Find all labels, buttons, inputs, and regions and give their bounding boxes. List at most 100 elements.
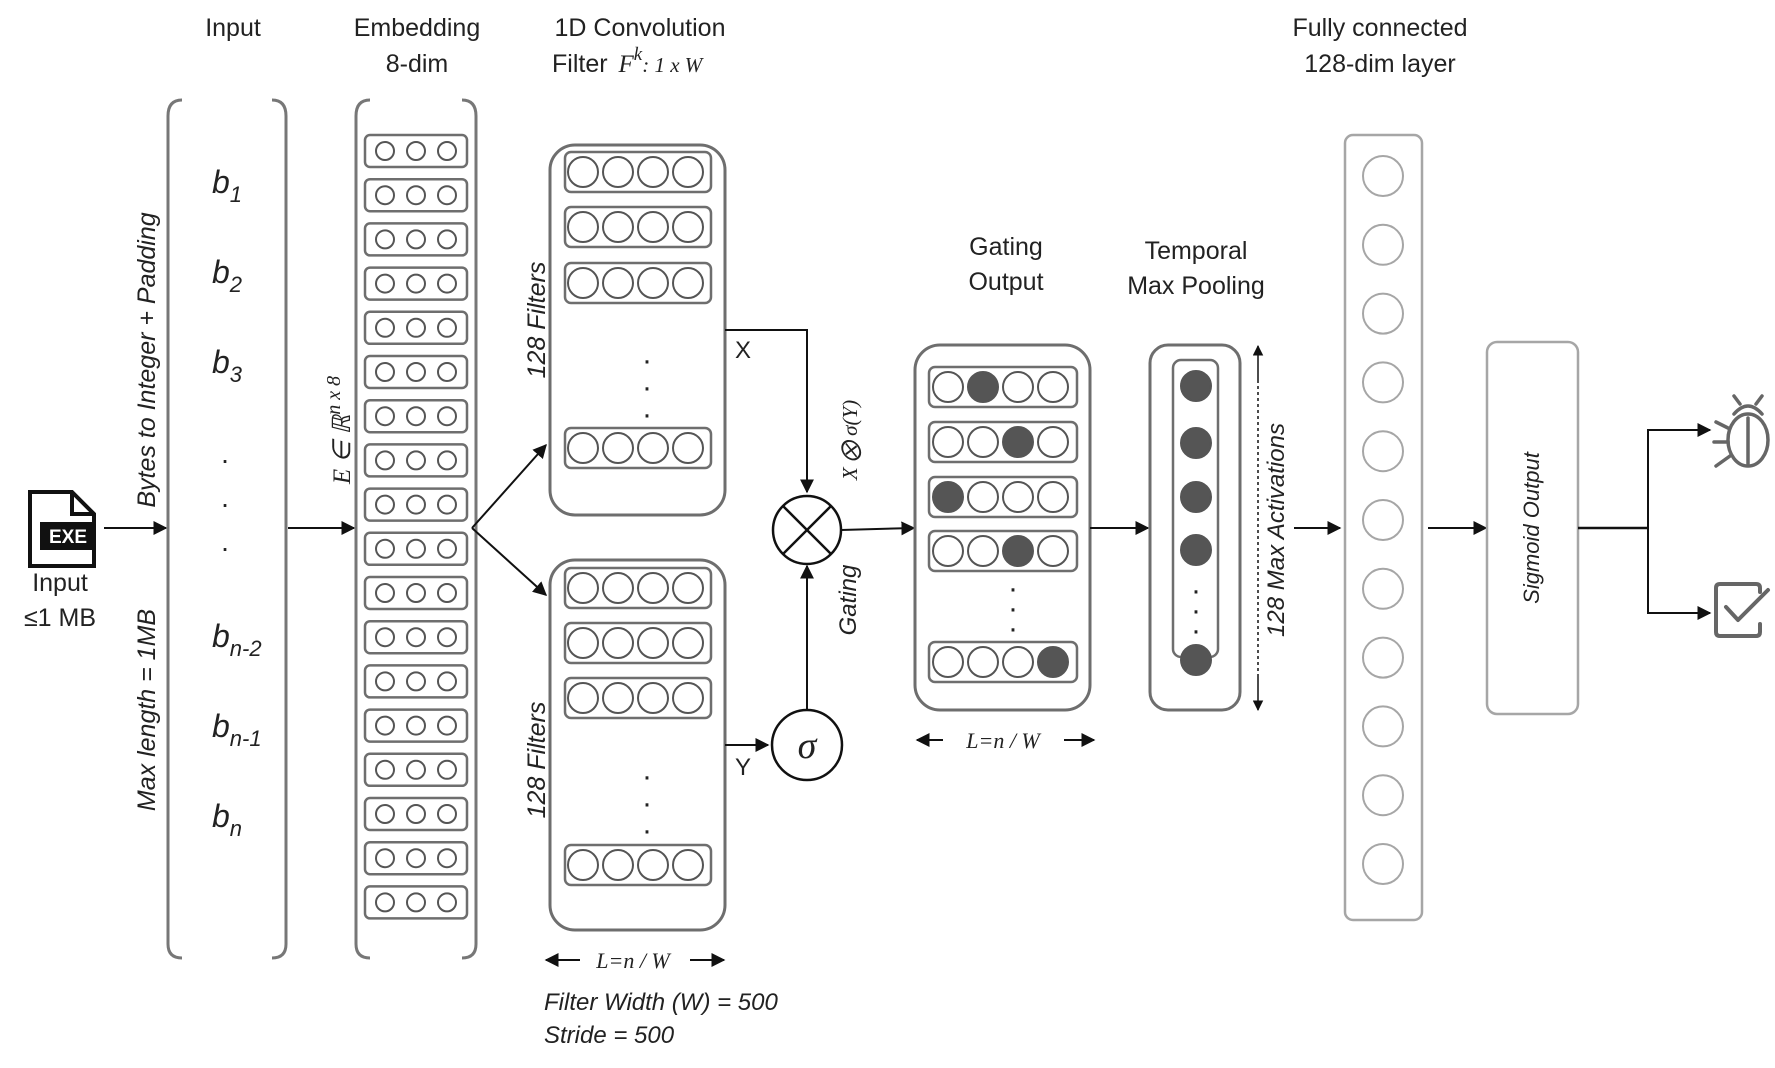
conv-node <box>567 682 599 714</box>
embedding-node <box>437 317 457 338</box>
conv-node <box>567 211 599 243</box>
byte-column-brackets <box>166 98 288 960</box>
embedding-node <box>375 273 395 294</box>
exe-badge: EXE <box>49 527 87 548</box>
embedding-node <box>406 406 426 427</box>
embedding-node <box>437 538 457 559</box>
embedding-node <box>406 362 426 382</box>
embedding-node <box>375 141 395 161</box>
x-label: X <box>735 337 751 364</box>
header-pool-line1: Temporal <box>1145 237 1248 265</box>
conv-node <box>672 432 704 464</box>
embedding-node <box>437 273 457 294</box>
pool-node-active <box>1180 481 1212 513</box>
gating-dots-1: · <box>1008 572 1018 605</box>
conv-dots-x-3: · <box>642 398 652 431</box>
pool-dots-2: · <box>1191 594 1201 627</box>
header-embedding-line2: 8-dim <box>386 50 449 78</box>
filters-label-y: 128 Filters <box>523 702 551 819</box>
input-file-label: Input <box>32 569 88 597</box>
y-label: Y <box>735 754 751 781</box>
conv-node <box>602 572 634 604</box>
pool-node-active <box>1180 370 1212 402</box>
byte-item-3: b3 <box>212 344 243 387</box>
fc-node <box>1362 361 1404 404</box>
embedding-node <box>437 406 457 427</box>
pool-node-active <box>1180 427 1212 459</box>
gating-node <box>1037 371 1069 403</box>
gating-label: Gating <box>835 564 862 635</box>
embedding-node <box>437 715 457 736</box>
embedding-node <box>406 627 426 648</box>
conv-dots-y-2: · <box>642 787 652 820</box>
fc-node <box>1362 705 1404 748</box>
conv-node <box>602 267 634 299</box>
conv-node <box>672 849 704 881</box>
byte-item-2: b2 <box>212 254 242 297</box>
embedding-node <box>406 273 426 294</box>
conv-filter-rows <box>563 150 713 887</box>
embedding-node <box>406 538 426 559</box>
embedding-node <box>375 627 395 648</box>
conv-node <box>637 211 669 243</box>
embedding-node <box>437 759 457 780</box>
gating-node-active <box>1037 646 1069 678</box>
gating-node-active <box>1002 426 1034 458</box>
pool-node-active <box>1180 644 1212 676</box>
sigma-symbol: σ <box>798 725 818 767</box>
input-file-size: ≤1 MB <box>24 604 96 632</box>
conv-node <box>602 211 634 243</box>
embedding-node <box>375 185 395 206</box>
embedding-node <box>375 538 395 559</box>
embedding-node <box>406 141 426 161</box>
bytes-to-integer-label: Bytes to Integer + Padding <box>133 212 161 507</box>
embedding-node <box>375 848 395 869</box>
byte-item-1: b1 <box>212 164 242 207</box>
gating-node <box>932 371 964 403</box>
max-length-label: Max length = 1MB <box>133 609 161 811</box>
header-fc-line1: Fully connected <box>1292 14 1467 42</box>
filter-width-label: Filter Width (W) = 500 <box>544 989 778 1016</box>
pool-dots-1: · <box>1191 574 1201 607</box>
fc-node <box>1362 636 1404 679</box>
conv-node <box>637 849 669 881</box>
conv-node <box>567 267 599 299</box>
fc-node <box>1362 843 1404 885</box>
gating-node <box>932 426 964 458</box>
header-pool-line2: Max Pooling <box>1127 272 1265 300</box>
byte-ellipsis-1: . <box>221 438 229 469</box>
embedding-node <box>406 583 426 603</box>
embedding-matrix-label: E ∈ ℝn x 8 <box>323 376 356 485</box>
conv-dots-y-1: · <box>642 760 652 793</box>
byte-ellipsis-2: . <box>221 482 229 513</box>
embedding-node <box>375 229 395 250</box>
conv-node <box>672 572 704 604</box>
fc-node <box>1362 430 1404 473</box>
conv-node <box>602 682 634 714</box>
embedding-node <box>406 715 426 736</box>
header-gating-line1: Gating <box>969 233 1043 261</box>
embedding-node <box>406 804 426 824</box>
conv-node <box>637 627 669 659</box>
embedding-node <box>437 892 457 913</box>
conv-node <box>567 572 599 604</box>
gating-length-label: L=n / W <box>965 728 1041 753</box>
gating-node-active <box>932 481 964 513</box>
fc-nodes <box>1362 155 1404 885</box>
fc-node <box>1362 223 1404 266</box>
conv-node <box>637 267 669 299</box>
embedding-node <box>406 759 426 780</box>
conv-node <box>637 682 669 714</box>
gating-dots-2: · <box>1008 592 1018 625</box>
embedding-node <box>437 362 457 382</box>
embedding-node <box>375 759 395 780</box>
embedding-node <box>375 892 395 913</box>
gating-node <box>967 481 999 513</box>
gating-node <box>1002 371 1034 403</box>
conv-node <box>567 849 599 881</box>
exe-file-icon: EXE <box>28 490 96 568</box>
byte-item-6: bn <box>212 798 242 841</box>
embedding-node <box>437 671 457 692</box>
embedding-node <box>406 317 426 338</box>
byte-item-4: bn-2 <box>212 618 262 661</box>
